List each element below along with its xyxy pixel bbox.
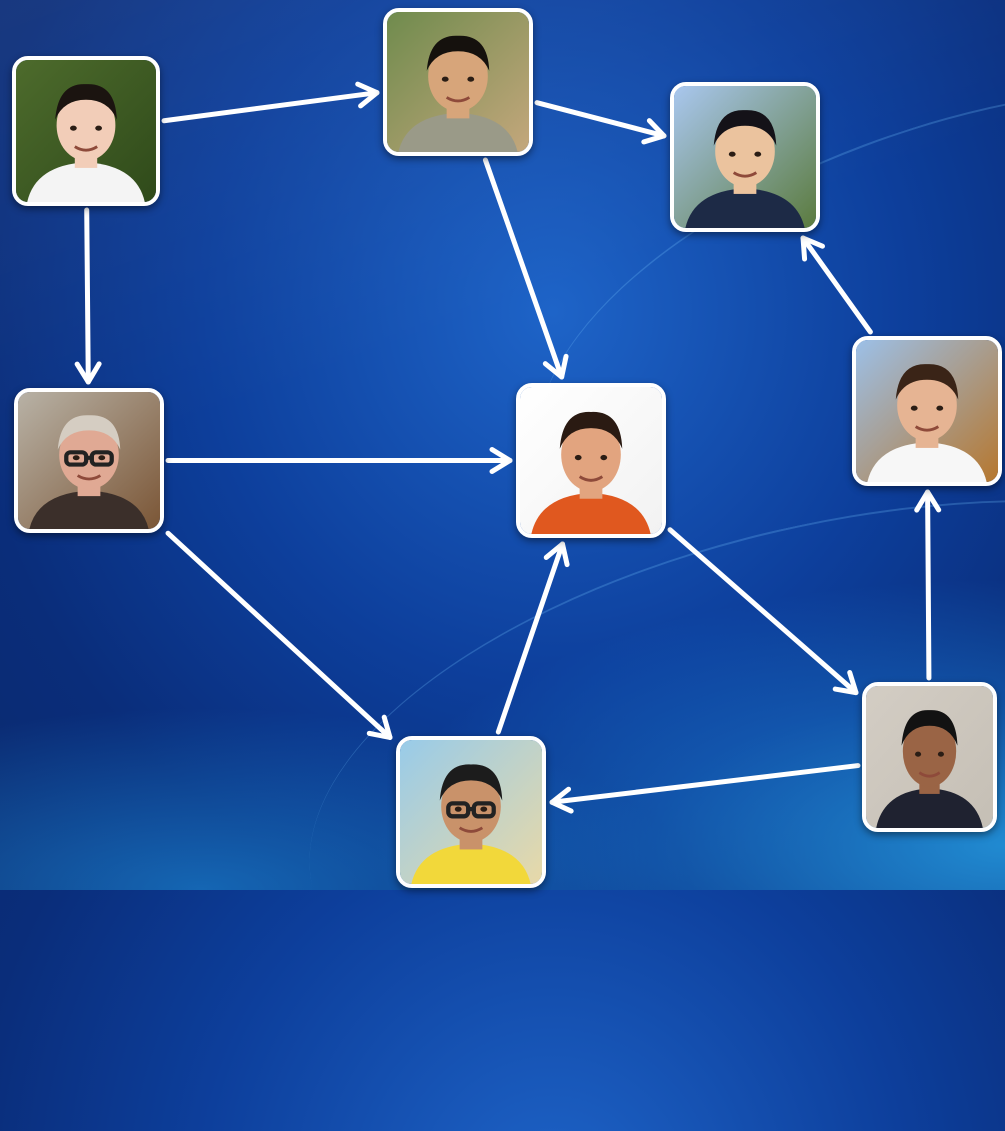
arrowhead-icon bbox=[543, 541, 570, 568]
person-man-glasses-left bbox=[14, 388, 164, 533]
edge-person-man-bottom-right-to-person-man-smiling-right bbox=[914, 489, 942, 681]
edge-line bbox=[482, 157, 565, 380]
edge-line bbox=[925, 489, 932, 681]
portrait-icon bbox=[16, 60, 156, 202]
edge-person-man-glasses-left-to-person-man-center bbox=[165, 447, 513, 474]
portrait-icon bbox=[520, 387, 662, 534]
edge-line bbox=[800, 235, 873, 335]
person-man-top-center bbox=[383, 8, 533, 156]
arrowhead-icon bbox=[74, 361, 102, 385]
edge-person-man-center-to-person-man-bottom-right bbox=[667, 527, 859, 696]
arrowhead-icon bbox=[549, 786, 574, 814]
person-man-smiling-right bbox=[852, 336, 1002, 486]
portrait-icon bbox=[18, 392, 160, 529]
edge-person-woman-top-left-to-person-man-glasses-left bbox=[74, 207, 102, 385]
edge-person-man-sunglasses-bottom-to-person-man-center bbox=[495, 541, 570, 735]
portrait-icon bbox=[400, 740, 542, 884]
edge-line bbox=[549, 763, 861, 805]
arrowhead-icon bbox=[355, 81, 380, 109]
glasses-icon bbox=[64, 450, 114, 467]
portrait-icon bbox=[856, 340, 998, 482]
arrowhead-icon bbox=[542, 353, 569, 380]
edge-person-man-top-center-to-person-young-man-top-right bbox=[534, 100, 667, 145]
edge-person-man-glasses-left-to-person-man-sunglasses-bottom bbox=[165, 530, 393, 740]
person-man-bottom-right bbox=[862, 682, 997, 832]
glasses-icon bbox=[446, 801, 496, 819]
arrowhead-icon bbox=[489, 447, 513, 474]
edge-line bbox=[667, 527, 859, 696]
portrait-icon bbox=[866, 686, 993, 828]
edge-line bbox=[534, 100, 667, 139]
arrowhead-icon bbox=[832, 669, 859, 696]
portrait-icon bbox=[674, 86, 816, 228]
edge-line bbox=[84, 207, 91, 385]
edge-person-woman-top-left-to-person-man-top-center bbox=[161, 81, 380, 124]
arrowhead-icon bbox=[366, 714, 393, 740]
person-man-sunglasses-bottom bbox=[396, 736, 546, 888]
arrowhead-icon bbox=[800, 235, 825, 262]
edge-person-man-bottom-right-to-person-man-sunglasses-bottom bbox=[549, 763, 861, 814]
person-man-center bbox=[516, 383, 666, 538]
person-woman-top-left bbox=[12, 56, 160, 206]
edge-line bbox=[161, 90, 380, 124]
edge-person-man-top-center-to-person-man-center bbox=[482, 157, 569, 380]
diagram-edges bbox=[0, 0, 1005, 890]
edge-person-man-smiling-right-to-person-young-man-top-right bbox=[800, 235, 873, 335]
person-young-man-top-right bbox=[670, 82, 820, 232]
edge-line bbox=[495, 541, 565, 735]
portrait-icon bbox=[387, 12, 529, 152]
arrowhead-icon bbox=[641, 118, 667, 145]
arrowhead-icon bbox=[914, 489, 942, 513]
edge-line bbox=[165, 530, 393, 740]
